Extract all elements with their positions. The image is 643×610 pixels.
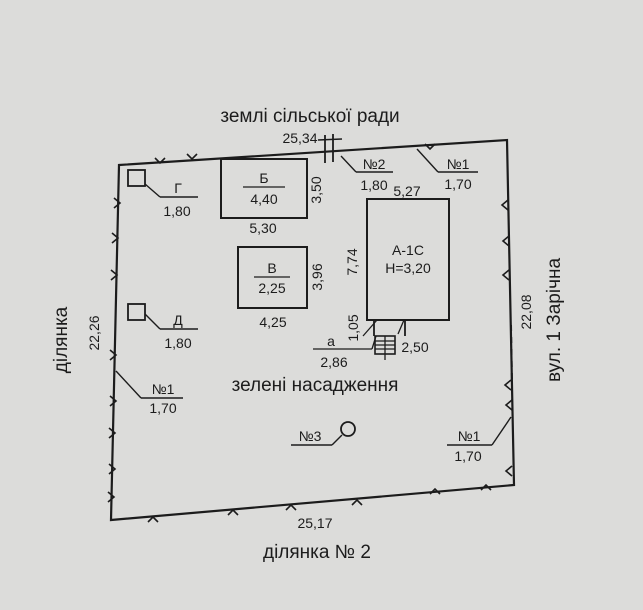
porch-a: а 2,86 1,05 (313, 314, 406, 370)
building-b-depth: 3,50 (308, 176, 324, 203)
plot-boundary (109, 138, 516, 522)
fence-1-right-name: №1 (458, 428, 481, 444)
fence-1-left-value: 1,70 (149, 400, 176, 416)
top-dimension: 25,34 (282, 130, 317, 146)
fence-1-left-name: №1 (152, 381, 175, 397)
structure-d-name: Д (173, 312, 183, 328)
fence-1-right: №1 1,70 (447, 416, 512, 464)
fence-2-value: 1,80 (360, 177, 387, 193)
building-a1c-height: Н=3,20 (385, 260, 431, 276)
well-3-name: №3 (299, 428, 322, 444)
fence-1-top: №1 1,70 (416, 148, 478, 192)
building-a1c: 5,27 А-1С Н=3,20 7,74 (344, 183, 450, 321)
entrance-steps: 2,50 (374, 335, 429, 360)
south-neighbor-label: ділянка № 2 (263, 542, 371, 563)
north-neighbor-label: землі сільської ради (220, 106, 399, 127)
right-dimension: 22,08 (518, 294, 534, 329)
fence-2-name: №2 (363, 156, 386, 172)
east-street-label: вул. 1 Зарічна (544, 258, 565, 382)
porch-width: 2,86 (320, 354, 347, 370)
left-dimension: 22,26 (86, 315, 102, 350)
building-v-depth: 3,96 (309, 263, 325, 290)
building-b-name: Б (259, 170, 268, 186)
structure-d-value: 1,80 (164, 335, 191, 351)
building-a1c-width: 5,27 (393, 183, 420, 199)
green-area-label: зелені насадження (232, 375, 399, 396)
fence-1-right-value: 1,70 (454, 448, 481, 464)
gate-marker (317, 134, 343, 163)
structure-g: Г 1,80 (127, 169, 198, 219)
structure-g-name: Г (174, 180, 182, 196)
fence-1-left: №1 1,70 (115, 370, 183, 416)
right-dashed-segment (510, 324, 513, 386)
fence-1-top-value: 1,70 (444, 176, 471, 192)
building-v: В 2,25 4,25 3,96 (237, 246, 325, 330)
building-b: Б 4,40 5,30 3,50 (220, 158, 324, 236)
fence-2-top: №2 1,80 (340, 155, 393, 193)
well-3: №3 (291, 421, 356, 446)
steps-value: 2,50 (401, 339, 428, 355)
building-v-width: 4,25 (259, 314, 286, 330)
structure-g-value: 1,80 (163, 203, 190, 219)
building-a1c-depth: 7,74 (344, 248, 360, 275)
west-neighbor-label: ділянка (51, 306, 72, 373)
building-v-value: 2,25 (258, 280, 285, 296)
building-a1c-name: А-1С (392, 242, 424, 258)
porch-name: а (327, 333, 335, 349)
building-v-name: В (267, 260, 276, 276)
fence-marks (107, 143, 513, 523)
structure-d: Д 1,80 (127, 303, 198, 351)
bottom-dimension: 25,17 (297, 515, 332, 531)
building-b-width: 5,30 (249, 220, 276, 236)
fence-1-top-name: №1 (447, 156, 470, 172)
porch-depth: 1,05 (345, 314, 361, 341)
building-b-value: 4,40 (250, 191, 277, 207)
